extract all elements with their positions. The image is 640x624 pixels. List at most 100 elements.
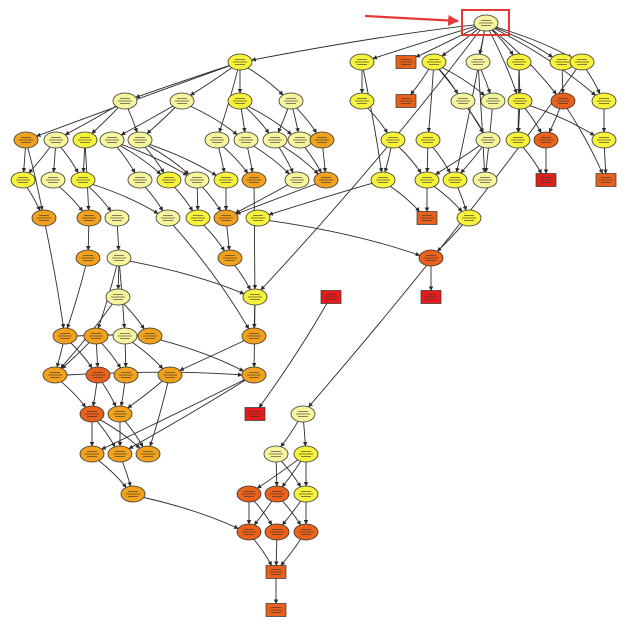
graph-node[interactable] <box>349 92 375 110</box>
graph-node[interactable] <box>112 92 138 110</box>
graph-node[interactable] <box>480 92 506 110</box>
graph-node[interactable] <box>157 366 183 384</box>
graph-node[interactable] <box>113 366 139 384</box>
graph-node[interactable] <box>244 407 266 421</box>
graph-node[interactable] <box>465 53 491 71</box>
graph-node[interactable] <box>213 171 239 189</box>
graph-node[interactable] <box>10 171 36 189</box>
graph-node[interactable] <box>442 171 468 189</box>
graph-node[interactable] <box>241 366 267 384</box>
graph-node[interactable] <box>414 171 440 189</box>
graph-edge <box>91 107 119 134</box>
graph-node[interactable] <box>591 131 617 149</box>
graph-node[interactable] <box>83 327 109 345</box>
graph-node[interactable] <box>395 55 417 69</box>
graph-node[interactable] <box>106 249 132 267</box>
graph-node[interactable] <box>76 209 102 227</box>
graph-node[interactable] <box>450 92 476 110</box>
graph-edge <box>282 145 319 175</box>
graph-node[interactable] <box>42 366 68 384</box>
graph-node[interactable] <box>472 171 498 189</box>
graph-node[interactable] <box>75 249 101 267</box>
graph-node[interactable] <box>473 14 499 32</box>
graph-node[interactable] <box>284 171 310 189</box>
graph-node[interactable] <box>278 92 304 110</box>
graph-node[interactable] <box>506 53 532 71</box>
graph-node[interactable] <box>213 209 239 227</box>
graph-node[interactable] <box>293 445 319 463</box>
graph-node[interactable] <box>233 131 259 149</box>
graph-node[interactable] <box>418 249 444 267</box>
graph-node[interactable] <box>505 131 531 149</box>
graph-edge <box>91 382 98 407</box>
graph-node[interactable] <box>184 171 210 189</box>
graph-node[interactable] <box>263 445 289 463</box>
graph-node[interactable] <box>40 171 66 189</box>
graph-node[interactable] <box>112 327 138 345</box>
graph-node[interactable] <box>320 290 342 304</box>
graph-node[interactable] <box>127 131 153 149</box>
graph-node[interactable] <box>137 327 163 345</box>
graph-node[interactable] <box>120 485 146 503</box>
graph-node[interactable] <box>79 445 105 463</box>
graph-node[interactable] <box>13 131 39 149</box>
graph-node[interactable] <box>507 92 533 110</box>
graph-node[interactable] <box>107 445 133 463</box>
graph-node[interactable] <box>236 523 262 541</box>
graph-node[interactable] <box>264 485 290 503</box>
graph-node[interactable] <box>287 131 313 149</box>
graph-node[interactable] <box>169 92 195 110</box>
graph-node[interactable] <box>264 523 290 541</box>
graph-node[interactable] <box>155 209 181 227</box>
graph-node[interactable] <box>241 327 267 345</box>
graph-node[interactable] <box>79 405 105 423</box>
graph-node[interactable] <box>99 131 125 149</box>
graph-node[interactable] <box>595 173 617 187</box>
graph-node[interactable] <box>550 92 576 110</box>
graph-node[interactable] <box>107 405 133 423</box>
graph-node[interactable] <box>227 92 253 110</box>
graph-node[interactable] <box>185 209 211 227</box>
graph-node[interactable] <box>456 209 482 227</box>
graph-node[interactable] <box>569 53 595 71</box>
graph-node[interactable] <box>370 171 396 189</box>
graph-node[interactable] <box>395 94 417 108</box>
graph-node[interactable] <box>104 209 130 227</box>
graph-node[interactable] <box>236 485 262 503</box>
graph-node[interactable] <box>262 131 288 149</box>
graph-node[interactable] <box>421 53 447 71</box>
graph-node[interactable] <box>349 53 375 71</box>
graph-node[interactable] <box>227 53 253 71</box>
graph-node[interactable] <box>127 171 153 189</box>
graph-node[interactable] <box>290 405 316 423</box>
graph-node[interactable] <box>31 209 57 227</box>
graph-node[interactable] <box>204 131 230 149</box>
graph-node[interactable] <box>533 131 559 149</box>
graph-node[interactable] <box>420 290 442 304</box>
graph-node[interactable] <box>72 131 98 149</box>
graph-node[interactable] <box>135 445 161 463</box>
graph-node[interactable] <box>380 131 406 149</box>
graph-node[interactable] <box>265 565 287 579</box>
graph-node[interactable] <box>416 211 438 225</box>
graph-node[interactable] <box>265 603 287 617</box>
graph-node[interactable] <box>415 131 441 149</box>
graph-node[interactable] <box>293 485 319 503</box>
graph-node[interactable] <box>217 249 243 267</box>
graph-node[interactable] <box>245 209 271 227</box>
graph-node[interactable] <box>475 131 501 149</box>
graph-node[interactable] <box>293 523 319 541</box>
graph-node[interactable] <box>535 173 557 187</box>
graph-node[interactable] <box>241 171 267 189</box>
graph-node[interactable] <box>43 131 69 149</box>
graph-node[interactable] <box>52 327 78 345</box>
graph-node[interactable] <box>591 92 617 110</box>
graph-node[interactable] <box>85 366 111 384</box>
graph-node[interactable] <box>313 171 339 189</box>
graph-node[interactable] <box>242 288 268 306</box>
graph-node[interactable] <box>70 171 96 189</box>
graph-edge <box>524 108 542 134</box>
graph-node[interactable] <box>309 131 335 149</box>
graph-node[interactable] <box>156 171 182 189</box>
graph-node[interactable] <box>105 288 131 306</box>
